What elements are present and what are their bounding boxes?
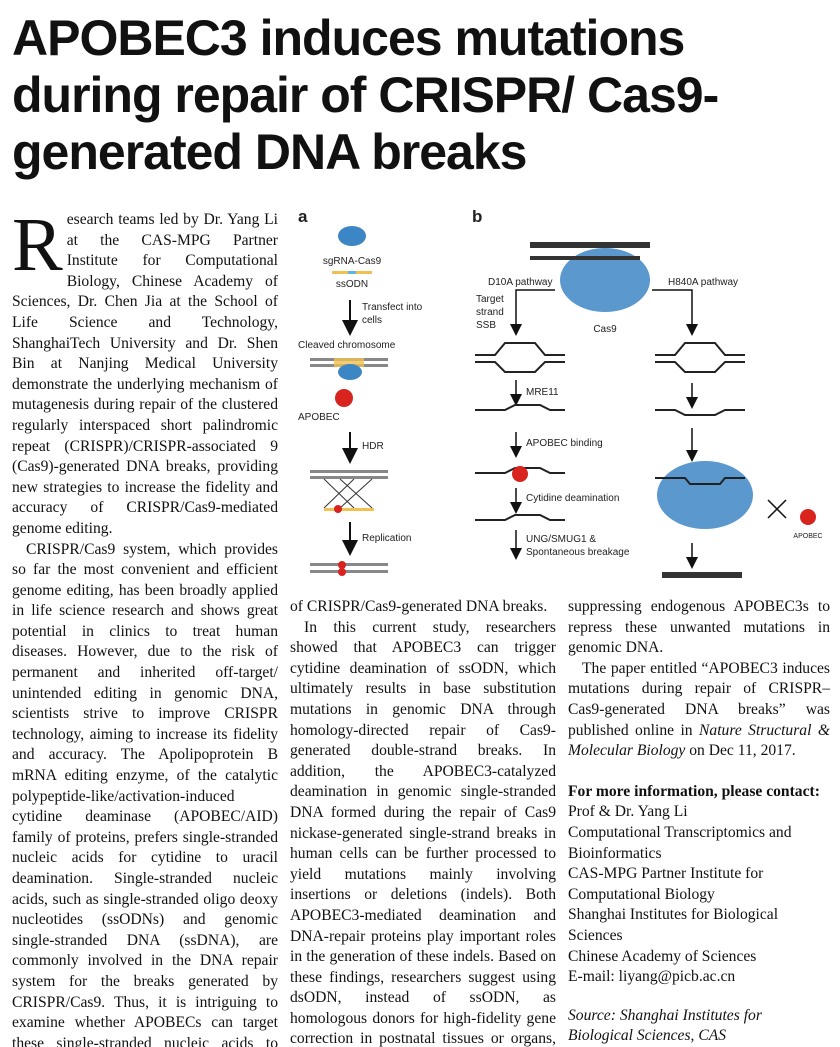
contact-line: Prof & Dr. Yang Li: [568, 803, 688, 821]
apobec-shape: [335, 389, 353, 407]
source-credit: Source: Shanghai Institutes for Biologic…: [568, 1006, 762, 1045]
fig-label: Target: [476, 294, 504, 305]
contact-block: For more information, please contact: Pr…: [568, 782, 830, 1047]
fig-label: APOBEC: [298, 412, 340, 423]
fig-label: Replication: [362, 533, 411, 544]
apobec-shape: [512, 466, 528, 482]
fig-label: APOBEC binding: [526, 438, 603, 449]
fig-label: Cleaved chromosome: [298, 340, 396, 351]
intro-text: esearch teams led by Dr. Yang Li at the …: [12, 211, 278, 537]
fig-label: MRE11: [526, 387, 559, 398]
paragraph-text: The paper entitled “APOBEC3 induces muta…: [568, 659, 830, 739]
paragraph: The paper entitled “APOBEC3 induces muta…: [568, 659, 830, 762]
fig-label: HDR: [362, 441, 384, 452]
fig-label: Cytidine deamination: [526, 493, 619, 504]
fig-label: UNG/SMUG1 &: [526, 534, 596, 545]
drop-cap: R: [12, 203, 63, 287]
article-title: APOBEC3 induces mutations during repair …: [12, 10, 719, 180]
column-3: suppressing endogenous APOBEC3s to repre…: [568, 597, 830, 1047]
paragraph-text: on Dec 11, 2017.: [685, 742, 796, 760]
fig-label: strand: [476, 307, 504, 318]
fig-label: APOBEC: [793, 533, 822, 540]
paragraph: of CRISPR/Cas9-generated DNA breaks.: [290, 598, 548, 615]
contact-line: CAS-MPG Partner Institute for Computatio…: [568, 865, 764, 903]
journal-name: Nature Structural & Molecular Biology: [568, 721, 830, 760]
fig-label: ssODN: [336, 279, 368, 290]
panel-b-label: b: [472, 207, 482, 226]
fig-label: Spontaneous breakage: [526, 547, 630, 558]
contact-email[interactable]: E-mail: liyang@picb.ac.cn: [568, 968, 736, 986]
paragraph: CRISPR/Cas9 system, which provides so fa…: [12, 540, 278, 1047]
contact-heading: For more information, please contact:: [568, 782, 820, 800]
cas9-shape: [657, 461, 753, 529]
paragraph: suppressing endogenous APOBEC3s to repre…: [568, 598, 830, 657]
figure-diagram: a b sgRNA-Cas9 ssODN Transfect into cell…: [298, 207, 823, 578]
apobec-shape: [800, 509, 816, 525]
contact-line: Chinese Academy of Sciences: [568, 947, 757, 965]
column-2: of CRISPR/Cas9-generated DNA breaks. In …: [290, 597, 556, 1047]
fig-label: SSB: [476, 320, 496, 331]
fig-label: Transfect into: [362, 302, 423, 313]
panel-a-label: a: [298, 207, 308, 226]
fig-label: H840A pathway: [668, 277, 738, 288]
fig-label: D10A pathway: [488, 277, 553, 288]
cas9-shape: [560, 248, 650, 312]
fig-label: sgRNA-Cas9: [323, 256, 382, 267]
paragraph: In this current study, researchers showe…: [290, 618, 556, 1047]
fig-label: cells: [362, 315, 382, 326]
cas9-shape: [338, 364, 362, 380]
contact-line: Computational Transcriptomics and Bioinf…: [568, 823, 792, 862]
contact-line: Shanghai Institutes for Biological Scien…: [568, 906, 779, 944]
fig-label: Cas9: [593, 324, 617, 335]
cas9-shape: [338, 226, 366, 246]
